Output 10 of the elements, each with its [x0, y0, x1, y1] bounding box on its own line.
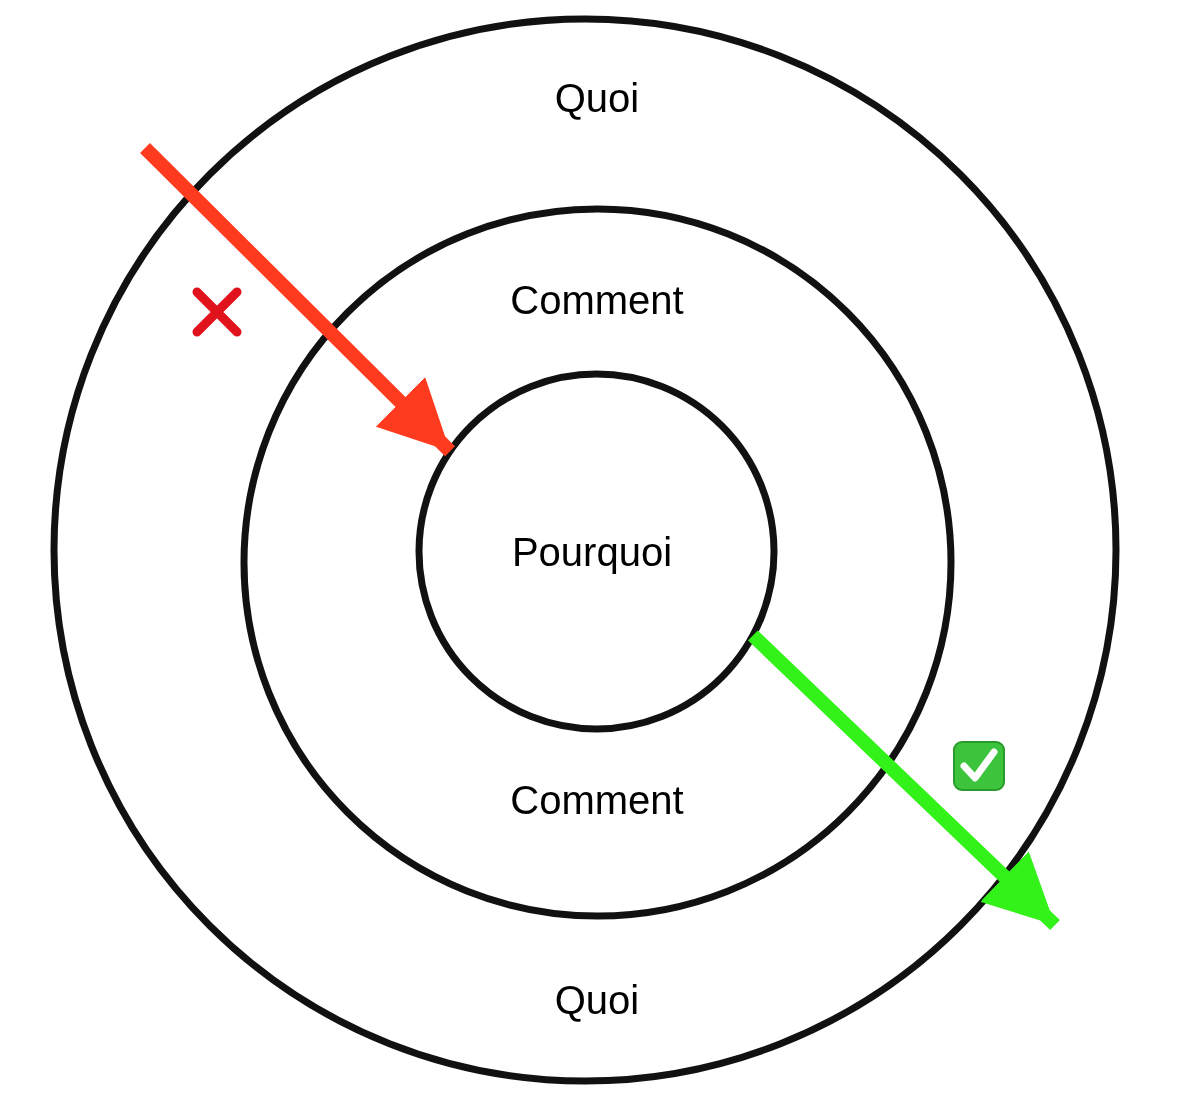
inner-circle	[415, 370, 778, 733]
arrow	[748, 630, 1060, 931]
outer-circle	[50, 15, 1120, 1085]
middle-circle	[240, 205, 955, 920]
ring-label: Pourquoi	[511, 529, 673, 575]
ring-label: Comment	[510, 777, 684, 823]
ring-label: Quoi	[554, 977, 640, 1023]
ring-label: Comment	[510, 277, 684, 323]
ring-label: Quoi	[554, 75, 640, 121]
arrow	[140, 143, 455, 457]
